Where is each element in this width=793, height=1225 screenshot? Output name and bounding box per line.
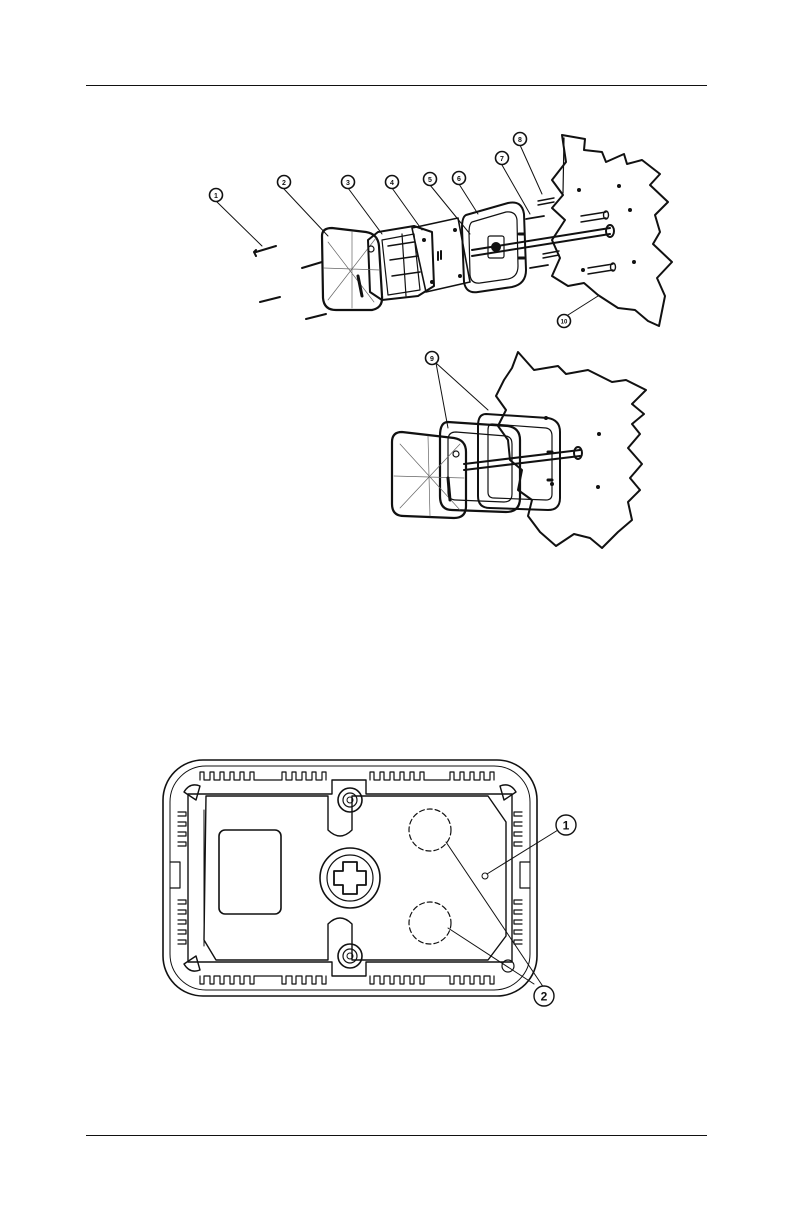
svg-text:2: 2	[541, 990, 548, 1004]
callout-10: 10	[558, 315, 571, 328]
callout-6: 6	[453, 172, 466, 185]
svg-text:7: 7	[500, 156, 504, 163]
callout-1: 1	[210, 189, 223, 202]
callout-3: 3	[342, 176, 355, 189]
callout-9-inset: 9	[426, 352, 439, 365]
svg-text:1: 1	[214, 193, 218, 200]
callout-8: 8	[514, 133, 527, 146]
svg-text:4: 4	[390, 180, 394, 187]
svg-text:10: 10	[561, 320, 568, 326]
svg-text:2: 2	[282, 180, 286, 187]
callout-bottom-2: 2	[534, 986, 554, 1006]
svg-text:3: 3	[346, 180, 350, 187]
callout-7: 7	[496, 152, 509, 165]
svg-text:6: 6	[457, 176, 461, 183]
svg-text:9: 9	[430, 356, 434, 363]
svg-text:1: 1	[563, 819, 570, 833]
svg-text:8: 8	[518, 137, 522, 144]
callout-5: 5	[424, 173, 437, 186]
callout-bottom-1: 1	[556, 815, 576, 835]
callout-2: 2	[278, 176, 291, 189]
callout-4: 4	[386, 176, 399, 189]
svg-text:5: 5	[428, 177, 432, 184]
